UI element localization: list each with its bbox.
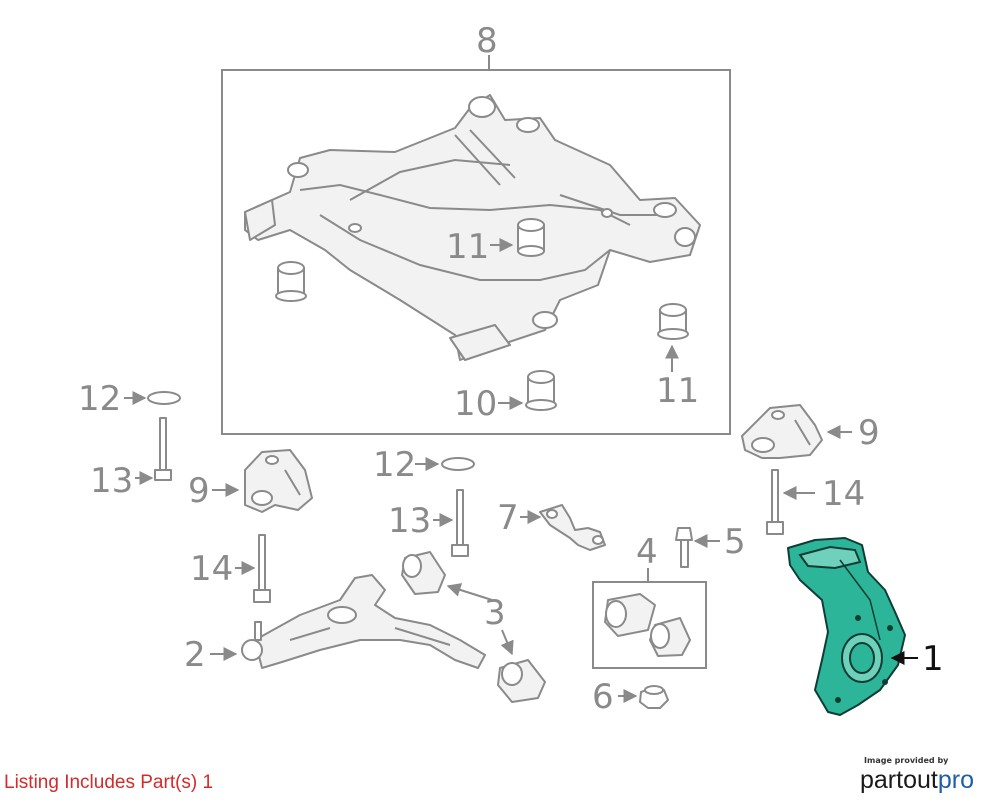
callout-9-right: 9 — [858, 413, 880, 453]
washer-12-left — [147, 391, 181, 405]
bushing-3-upper — [401, 551, 446, 595]
bracket-9-left — [244, 449, 313, 513]
logo-part-b: pro — [937, 766, 974, 794]
callout-6: 6 — [592, 677, 614, 717]
bolt-14-left — [253, 534, 271, 603]
bushing-kit-box — [592, 581, 707, 669]
callout-13-left: 13 — [90, 461, 133, 501]
subframe-crossmember — [244, 94, 701, 361]
bushing-3-lower — [497, 659, 546, 703]
bolt-13-middle — [451, 489, 469, 557]
callout-13-middle: 13 — [388, 501, 431, 541]
washer-12-middle — [441, 457, 475, 471]
bracket-7 — [539, 504, 606, 551]
subframe-group-box — [221, 55, 731, 435]
callout-1: 1 — [922, 639, 944, 679]
callout-3: 3 — [484, 593, 506, 633]
callout-2: 2 — [184, 635, 206, 675]
callout-11-inner: 11 — [446, 227, 489, 267]
callout-12-left: 12 — [78, 379, 121, 419]
bolt-13-left — [154, 417, 172, 481]
listing-note: Listing Includes Part(s) 1 — [4, 772, 214, 793]
lower-control-arm — [241, 574, 486, 669]
credit-caption: Image provided by — [864, 756, 949, 765]
callout-14-right: 14 — [822, 474, 865, 514]
callout-5: 5 — [724, 522, 746, 562]
bushing-kit-parts — [604, 593, 691, 657]
nut-6 — [639, 685, 669, 709]
callout-4: 4 — [636, 532, 658, 572]
callout-12-middle: 12 — [373, 445, 416, 485]
bushing-11-inner — [517, 218, 545, 257]
bushing-left — [275, 261, 307, 302]
bolt-5 — [675, 527, 693, 568]
bolt-14-right — [766, 469, 784, 535]
callout-8: 8 — [476, 21, 498, 61]
bracket-9-right — [741, 404, 823, 459]
callout-10: 10 — [454, 384, 497, 424]
partoutpro-logo: partoutpro — [860, 765, 990, 795]
callout-11-right: 11 — [656, 371, 699, 411]
callout-7: 7 — [497, 498, 519, 538]
bushing-10 — [525, 370, 557, 411]
callout-9-left: 9 — [188, 471, 210, 511]
steering-knuckle-highlighted — [787, 537, 906, 716]
image-credit: Image provided by partoutpro — [860, 756, 990, 795]
bushing-11-right — [657, 303, 689, 340]
logo-part-a: partout — [860, 766, 938, 794]
callout-14-left: 14 — [190, 549, 233, 589]
